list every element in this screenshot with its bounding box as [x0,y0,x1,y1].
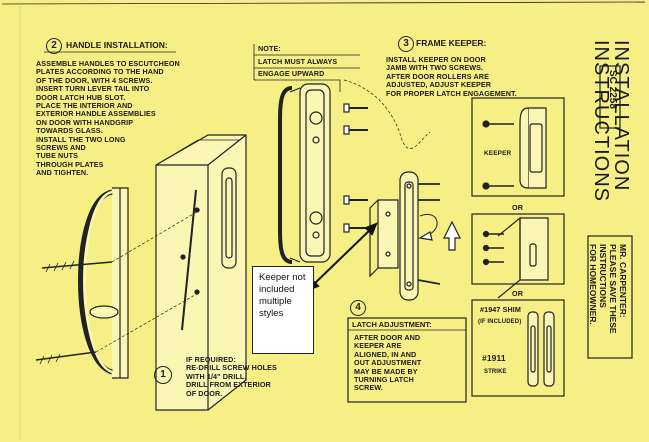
carpenter-line: INSTRUCTIONS [598,244,608,308]
latch-adjustment-text: AFTER DOOR AND KEEPER ARE ALIGNED, IN AN… [354,333,422,393]
redrill-line: DRILL FROM EXTERIOR [186,380,271,390]
latch-line: SCREW. [354,383,383,393]
frame-keeper-text: INSTALL KEEPER ON DOOR JAMB WITH TWO SCR… [386,55,517,98]
latch-line: ALIGNED, IN AND [354,349,417,359]
latch-line: OUT ADJUSTMENT [354,358,422,368]
handle-line: DOOR LATCH HUB SLOT. [36,92,126,102]
handle-line: ASSEMBLE HANDLES TO ESCUTCHEON [36,59,180,68]
step-3-number: 3 [398,36,414,52]
handle-line: PLATES ACCORDING TO THE HAND [36,67,164,77]
redrill-line: WITH 1/4" DRILL. [186,371,247,381]
step-1-number: 1 [154,366,172,384]
keeper-callout-note: Keeper not included multiple styles [252,266,314,354]
note-line: ENGAGE UPWARD [258,69,325,78]
latch-line: AFTER DOOR AND [354,333,421,342]
carpenter-line: FOR HOMEOWNER. [588,244,598,325]
or-divider: OR [512,203,523,212]
note-line: LATCH MUST ALWAYS [258,57,338,66]
title-line-2: INSTRUCTIONS [590,40,612,202]
step-4-number: 4 [350,300,366,316]
step-2-number: 2 [46,38,62,54]
title-line-1: INSTALLATION [610,40,632,192]
latch-line: TURNING LATCH [354,375,414,385]
latch-line: KEEPER ARE [354,341,402,351]
handle-line: TUBE NUTS [36,151,79,161]
handle-line: TOWARDS GLASS. [36,126,103,136]
handle-line: ON DOOR WITH HANDGRIP [36,117,134,127]
latch-line: MAY BE MADE BY [354,366,418,376]
handle-line: SCREWS AND [36,143,86,153]
keeper-line: AFTER DOOR ROLLERS ARE [386,71,489,81]
redrill-line: IF REQUIRED: [186,355,236,364]
strike-label: STRIKE [484,369,507,375]
frame-keeper-heading: FRAME KEEPER: [416,38,487,48]
document-code: SC 2258 [607,70,618,109]
shim-note: (IF INCLUDED) [478,319,522,325]
keeper-line: FOR PROPER LATCH ENGAGEMENT. [386,88,517,98]
latch-adjustment-heading: LATCH ADJUSTMENT: [352,320,432,329]
keeper-line: ADJUSTED, ADJUST KEEPER [386,80,492,90]
redrill-text: IF REQUIRED: RE-DRILL SCREW HOLES WITH 1… [186,355,277,398]
handle-line: PLACE THE INTERIOR AND [36,101,133,111]
carpenter-line: PLEASE SAVE THESE [608,244,618,334]
handle-line: INSERT TURN LEVER TAIL INTO [36,84,150,94]
handle-line: AND TIGHTEN. [36,168,89,178]
handle-line: THROUGH PLATES [36,159,104,169]
or-divider: OR [512,289,523,298]
shim-label: #1947 SHIM [480,305,521,314]
redrill-line: RE-DRILL SCREW HOLES [186,363,277,373]
keeper-line: JAMB WITH TWO SCREWS. [386,63,484,73]
keeper-line: INSTALL KEEPER ON DOOR [386,55,486,64]
handle-installation-text: ASSEMBLE HANDLES TO ESCUTCHEON PLATES AC… [36,59,180,178]
handle-line: INSTALL THE TWO LONG [36,134,126,144]
strike-number: #1911 [482,353,506,363]
handle-line: OF THE DOOR, WITH 4 SCREWS. [36,75,153,85]
handle-line: EXTERIOR HANDLE ASSEMBLIES [36,109,156,119]
carpenter-line: MR. CARPENTER: [618,244,628,318]
redrill-line: OF DOOR. [186,388,223,398]
keeper-option-label: KEEPER [484,150,512,157]
handle-installation-heading: HANDLE INSTALLATION: [66,40,168,50]
note-label: NOTE: [258,44,281,53]
